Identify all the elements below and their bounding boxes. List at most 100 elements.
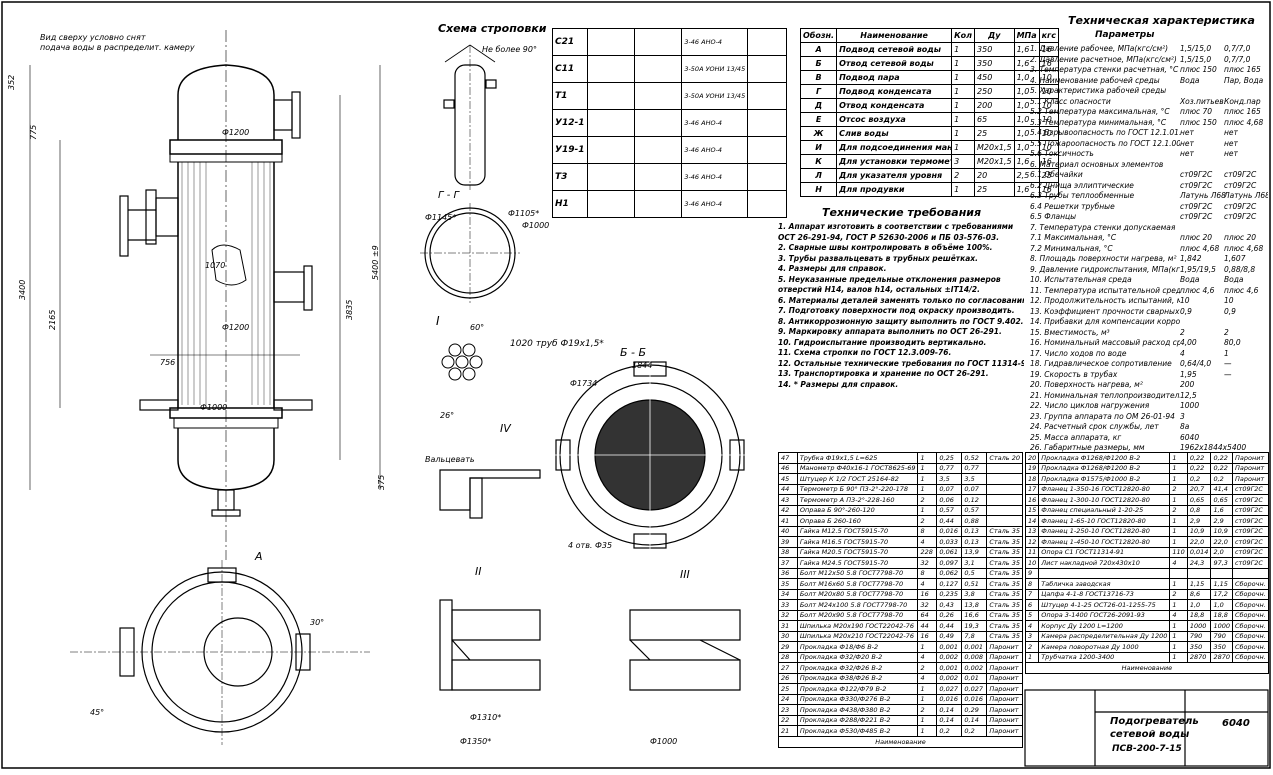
tech-req-line: 10. Гидроиспытание производить вертикаль… — [778, 337, 987, 347]
tech-param-tube: 1,5/15,0 — [1180, 44, 1212, 53]
spec-mass: 0,22 — [1186, 452, 1212, 464]
spec-total: 0,027 — [961, 683, 988, 695]
nozzle-du: 350 — [974, 56, 1015, 71]
dim-1000-bottom: Ф1000 — [200, 403, 227, 412]
spec-name: Камера распределительная Ду 1200 — [1038, 630, 1171, 642]
spec-total: 0,77 — [961, 462, 988, 474]
spec-total: 2,0 — [1210, 546, 1233, 558]
tech-param-shell: Пар, Вода — [1224, 75, 1264, 85]
spec-name: Прокладка Ф32/Ф26 В-2 — [796, 662, 919, 674]
tech-param-tube: 4,00 — [1180, 338, 1197, 347]
tech-param-shell: ст09Г2С — [1224, 201, 1257, 211]
spec-name: Фланец 1-350-16 ГОСТ12820-80 — [1038, 483, 1171, 495]
nozzle-name: Подвод пара — [836, 70, 953, 85]
spec-note: Сталь 35 — [986, 525, 1023, 537]
tech-param-shell: плюс 4,6 — [1224, 285, 1259, 295]
spec-note: Сборочн. — [1231, 578, 1269, 590]
nozzle-name: Отвод сетевой воды — [836, 56, 953, 71]
tech-param-shell — [1224, 223, 1268, 234]
spec-note: ст09Г2С — [1231, 536, 1269, 548]
tech-param-row: 5. Характеристика рабочей среды — [1030, 86, 1268, 97]
tech-param-name: 8. Площадь поверхности нагрева, м² — [1030, 254, 1177, 263]
spec-mass: 1,0 — [1186, 599, 1212, 611]
spec-qty: 2 — [1169, 483, 1188, 495]
spec-name: Фланец 1-65-10 ГОСТ12820-80 — [1038, 515, 1171, 527]
tech-param-name: 17. Число ходов по воде — [1030, 348, 1127, 358]
spec-total: 0,14 — [961, 714, 988, 726]
spec-name — [1038, 567, 1171, 579]
spec-qty: 16 — [917, 630, 938, 642]
spec-total: 0,57 — [961, 504, 988, 516]
spec-name: Камера поворотная Ду 1000 — [1038, 641, 1171, 653]
spec-mass: 0,061 — [936, 546, 963, 558]
spec-qty: 1 — [1169, 641, 1188, 653]
spec-total: 3,8 — [961, 588, 988, 600]
dim-756: 756 — [160, 358, 175, 367]
spec-name: Прокладка Ф288/Ф221 В-2 — [796, 714, 919, 726]
spec-qty: 2 — [917, 494, 938, 506]
nozzle-qty: 1 — [951, 56, 976, 71]
spec-name: Цапфа 4-1-8 ГОСТ13716-73 — [1038, 588, 1171, 600]
tech-param-tube: 1,5/15,0 — [1180, 54, 1212, 64]
spec-note — [986, 462, 1023, 474]
spec-mass: 0,26 — [936, 609, 963, 621]
tech-req-line: 7. Подготовку поверхности под окраску пр… — [778, 306, 1015, 315]
tech-param-name: 5.1 Класс опасности — [1030, 96, 1111, 106]
spec-total: 0,002 — [961, 662, 988, 674]
dim-1105: Ф1105* — [508, 209, 539, 218]
spec-qty: 1 — [917, 714, 938, 726]
nozzle-mark: Н — [799, 182, 838, 197]
tech-req-line: 11. Схема стропки по ГОСТ 12.3.009-76. — [778, 348, 952, 357]
spec-pos: 17 — [1024, 483, 1040, 495]
spec-pos: 9 — [1024, 567, 1040, 579]
spec-total: 19,3 — [961, 620, 988, 632]
spec-qty: 1 — [917, 683, 938, 695]
dim-1350: Ф1350* — [460, 737, 491, 746]
spec-mass: 0,22 — [1186, 462, 1212, 474]
tech-req-line: ОСТ 26-291-94, ГОСТ Р 52630-2006 и ПБ 03… — [778, 232, 1000, 242]
weld-sketch — [586, 109, 636, 137]
tech-param-tube: плюс 150 — [1180, 65, 1217, 74]
nozzle-name: Для установки термометра — [836, 154, 953, 169]
tech-param-name: 4. Наименование рабочей среды — [1030, 75, 1160, 85]
spec-note: Сталь 35 — [986, 578, 1023, 590]
weld-sketch-2 — [634, 55, 683, 83]
nozzle-du: 250 — [974, 84, 1015, 99]
nozzle-kgs: 16 — [1038, 182, 1059, 197]
spec-total: 0,07 — [961, 483, 988, 495]
tech-param-shell: нет — [1224, 149, 1238, 158]
spec-mass: 0,062 — [936, 567, 963, 579]
slinging-scheme — [443, 44, 497, 190]
spec-row: 9 — [1024, 567, 1269, 579]
spec-total: 1,15 — [1210, 578, 1233, 590]
tech-param-shell — [1224, 433, 1268, 444]
tech-param-shell: Латунь Л68 — [1224, 191, 1268, 200]
weld-sketch-2 — [634, 28, 683, 56]
tech-param-name: 6.2 Днища эллиптические — [1030, 180, 1134, 190]
spec-note: ст09Г2С — [1231, 515, 1269, 527]
spec-mass: 2870 — [1186, 651, 1212, 663]
spec-note: ст09Г2С — [1231, 483, 1269, 495]
spec-right-header: Наименование — [1025, 662, 1269, 674]
spec-mass: 0,097 — [936, 557, 963, 569]
tech-req-line: 3. Трубы развальцевать в трубных решётка… — [778, 253, 978, 263]
spec-qty: 1 — [917, 693, 938, 705]
tech-req-line: 13. Транспортировка и хранение по ОСТ 26… — [778, 369, 989, 378]
tech-req-line: 14. * Размеры для справок. — [778, 379, 899, 389]
tech-param-tube — [1180, 317, 1224, 328]
weld-sketch — [586, 55, 636, 83]
tech-param-shell: ст09Г2С — [1224, 180, 1257, 190]
spec-qty: 8 — [917, 525, 938, 537]
stamp-title-1: Подогреватель — [1110, 716, 1199, 727]
